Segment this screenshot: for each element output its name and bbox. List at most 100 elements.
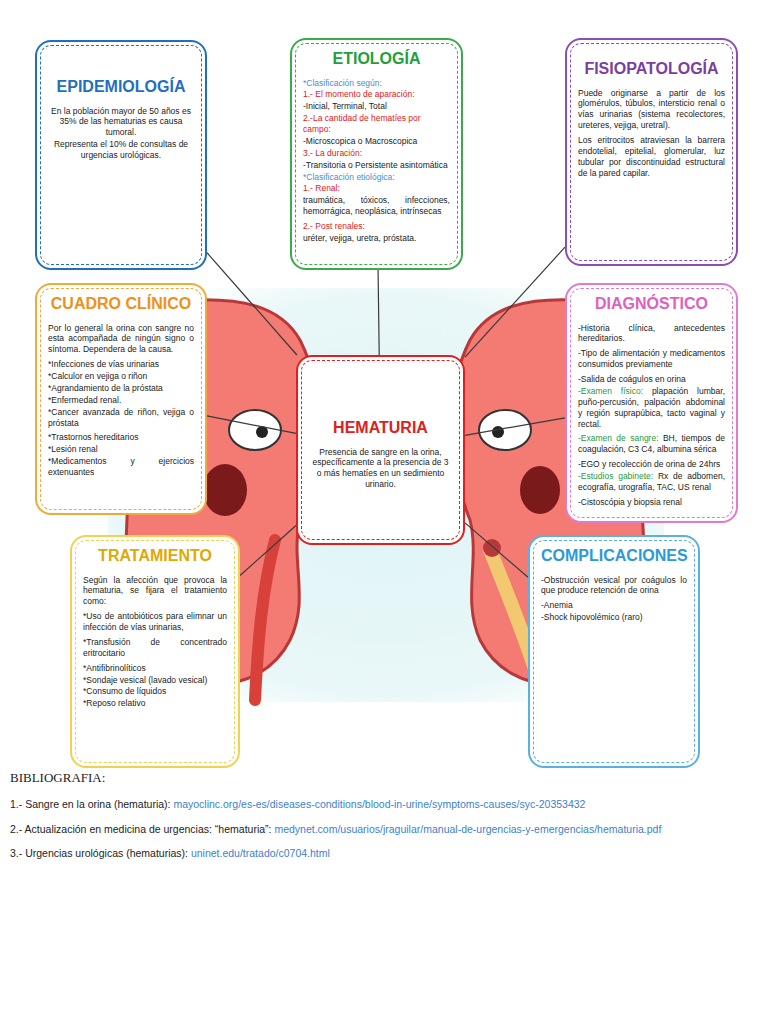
heading-text: CUADRO CLÍNICO (51, 295, 191, 312)
body-text: *Enfermedad renal. (48, 395, 121, 405)
box-text: *Medicamentos y ejercicios extenuantes (48, 456, 194, 478)
box-text: 1.- Renal: (303, 183, 450, 194)
box-heading: DIAGNÓSTICO (578, 295, 725, 313)
box-text: 1.- El momento de aparación: (303, 89, 450, 100)
box-text: -Examen físico: plapación lumbar, puño-p… (578, 386, 725, 430)
box-text: *Cancer avanzada de riñon, vejiga o prós… (48, 407, 194, 429)
body-text: 3.- La duración: (303, 148, 362, 158)
box-heading: HEMATURIA (309, 419, 452, 437)
box-text: Representa el 10% de consultas de urgenc… (48, 139, 194, 161)
box-text: *Calculor en vejiga o riñon (48, 371, 194, 382)
topic-box: DIAGNÓSTICO -Historia clínica, antecedent… (565, 283, 738, 523)
central-box: HEMATURIA Presencia de sangre en la orina… (296, 355, 465, 545)
connector-line (465, 523, 528, 577)
box-text: *Reposo relativo (83, 698, 227, 709)
box-text: 2.- Post renales: (303, 221, 450, 232)
box-text: *Uso de antobióticos para elimnar un inf… (83, 611, 227, 633)
box-heading: ETIOLOGÍA (303, 50, 450, 68)
heading-text: HEMATURIA (333, 419, 428, 436)
body-text: *Calculor en vejiga o riñon (48, 371, 147, 381)
body-text: *Infecciones de vías urinarias (48, 359, 159, 369)
box-text: Por lo general la orina con sangre no es… (48, 323, 194, 356)
topic-box: ETIOLOGÍA *Clasificación según:1.- El mom… (290, 38, 463, 270)
body-text: En la población mayor de 50 años es 35% … (51, 106, 191, 138)
box-text: 2.-La cantidad de hematíes por campo: (303, 113, 450, 135)
box-text: *Clasificación etiológica: (303, 172, 450, 183)
body-text: *Agrandamiento de la próstata (48, 383, 163, 393)
box-text: -Shock hipovolémico (raro) (541, 612, 687, 623)
body-text: *Uso de antobióticos para elimnar un inf… (83, 611, 227, 632)
box-text: *Consumo de líquidos (83, 686, 227, 697)
body-text: *Clasificación según: (303, 78, 382, 88)
box-text: *Transfusión de concentrado eritrocitari… (83, 637, 227, 659)
box-text: *Clasificación según: (303, 78, 450, 89)
topic-box: COMPLICACIONES -Obstrucción vesical por c… (528, 535, 700, 768)
reference-link: medynet.com/usuarios/jraguilar/manual-de… (274, 823, 661, 835)
body-text: *Clasificación etiológica: (303, 172, 395, 182)
heading-text: TRATAMIENTO (98, 547, 212, 564)
body-text: -Anemia (541, 600, 573, 610)
body-text: *Medicamentos y ejercicios extenuantes (48, 456, 194, 477)
box-text: 3.- La duración: (303, 148, 450, 159)
body-text: -Historia clínica, antecedentes heredita… (578, 323, 725, 344)
box-text: -Microscopica o Macroscopica (303, 136, 450, 147)
body-text: -Salida de coágulos en orina (578, 374, 686, 384)
heading-text: DIAGNÓSTICO (595, 295, 708, 312)
topic-box: FISIOPATOLOGÍAPuede originarse a partir … (565, 38, 738, 266)
body-text: -Inicial, Terminal, Total (303, 101, 387, 111)
topic-box: EPIDEMIOLOGÍAEn la población mayor de 50… (35, 40, 207, 270)
body-text: -Tipo de alimentación y medicamentos con… (578, 348, 725, 369)
body-text: -Examen de sangre: (578, 433, 663, 443)
box-text: *Sondaje vesical (lavado vesical) (83, 675, 227, 686)
heading-text: ETIOLOGÍA (333, 50, 421, 67)
body-text: *Antifibrinolíticos (83, 663, 146, 673)
box-text: Los eritrocitos atraviesan la barrera en… (578, 135, 725, 179)
bibliography: BIBLIOGRAFIA: 1.- Sangre en la orina (hem… (10, 770, 758, 872)
reference-text: 1.- Sangre en la orina (hematuria): (10, 798, 173, 810)
box-text: En la población mayor de 50 años es 35% … (48, 106, 194, 139)
body-text: -Transitoria o Persistente asintomática (303, 160, 448, 170)
reference-text: BIBLIOGRAFIA: (10, 770, 105, 785)
box-heading: CUADRO CLÍNICO (48, 295, 194, 313)
box-text: -Obstrucción vesical por coágulos lo que… (541, 575, 687, 597)
body-text: 2.-La cantidad de hematíes por campo: (303, 113, 421, 134)
body-text: *Cancer avanzada de riñon, vejiga o prós… (48, 407, 194, 428)
topic-box: CUADRO CLÍNICO Por lo general la orina co… (35, 283, 207, 515)
reference-text: 3.- Urgencias urológicas (hematurias): (10, 847, 191, 859)
box-text: -Tipo de alimentación y medicamentos con… (578, 348, 725, 370)
body-text: traumática, tóxicos, infecciones, hemorr… (303, 195, 450, 216)
box-text: traumática, tóxicos, infecciones, hemorr… (303, 195, 450, 217)
body-text: *Transfusión de concentrado eritrocitari… (83, 637, 227, 658)
body-text: Presencia de sangre en la orina, específ… (312, 447, 448, 490)
heading-text: FISIOPATOLOGÍA (584, 60, 718, 77)
connector-line (240, 526, 296, 576)
body-text: *Lesión renal (48, 444, 98, 454)
body-text: *Trastornos hereditarios (48, 432, 138, 442)
body-text: *Reposo relativo (83, 698, 145, 708)
connector-line (465, 418, 565, 435)
body-text: *Sondaje vesical (lavado vesical) (83, 675, 207, 685)
bibliography-line: BIBLIOGRAFIA: (10, 770, 758, 787)
box-heading: TRATAMIENTO (83, 547, 227, 565)
heading-text: COMPLICACIONES (541, 547, 688, 564)
body-text: 1.- Renal: (303, 183, 340, 193)
box-text: -Salida de coágulos en orina (578, 374, 725, 385)
box-text: *Agrandamiento de la próstata (48, 383, 194, 394)
body-text: -Microscopica o Macroscopica (303, 136, 417, 146)
box-text: -Historia clínica, antecedentes heredita… (578, 323, 725, 345)
body-text: uréter, vejiga, uretra, próstata. (303, 233, 416, 243)
box-text: Presencia de sangre en la orina, específ… (309, 447, 452, 491)
box-heading: COMPLICACIONES (541, 547, 687, 565)
box-text: *Infecciones de vías urinarias (48, 359, 194, 370)
box-text: *Enfermedad renal. (48, 395, 194, 406)
body-text: Según la afección que provoca la hematur… (83, 575, 227, 607)
box-text: Según la afección que provoca la hematur… (83, 575, 227, 608)
connector-line (207, 416, 296, 433)
body-text: 1.- El momento de aparación: (303, 89, 415, 99)
topic-box: TRATAMIENTO Según la afección que provoca… (70, 535, 240, 768)
reference-text: 2.- Actualización en medicina de urgenci… (10, 823, 274, 835)
box-text: -EGO y recolección de orina de 24hrs (578, 459, 725, 470)
connector-line (378, 270, 379, 355)
body-text: Por lo general la orina con sangre no es… (48, 323, 194, 355)
box-text: -Anemia (541, 600, 687, 611)
